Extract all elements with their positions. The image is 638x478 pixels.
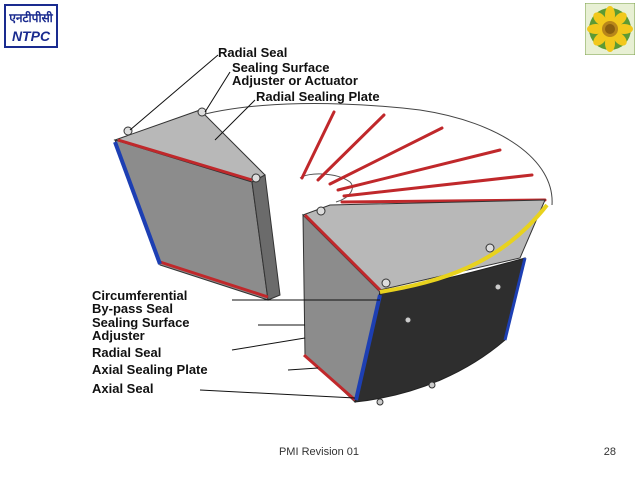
radial-seal-lines <box>300 110 547 204</box>
ntpc-logo-hindi: एनटीपीसी <box>8 11 53 25</box>
label-axial-seal: Axial Seal <box>92 381 153 396</box>
ntpc-logo: एनटीपीसी NTPC <box>4 4 58 48</box>
label-sealing-surface-adjuster: Sealing Surface <box>92 315 190 330</box>
left-rotor-segment <box>113 107 281 301</box>
leader-lines <box>129 54 380 399</box>
sunflower-emblem-icon <box>585 3 635 55</box>
label-radial-sealing-plate: Radial Sealing Plate <box>256 89 380 104</box>
label-bypass-seal: By-pass Seal <box>92 301 173 316</box>
label-circumferential: Circumferential <box>92 288 187 303</box>
label-axial-sealing-plate: Axial Sealing Plate <box>92 362 208 377</box>
left-segment-side <box>251 174 281 301</box>
ntpc-logo-english: NTPC <box>12 28 51 44</box>
page-number: 28 <box>603 446 616 458</box>
footer-revision: PMI Revision 01 <box>278 446 360 458</box>
label-sealing-surface: Sealing Surface <box>232 60 330 75</box>
right-rotor-segment <box>302 199 549 406</box>
label-adjuster-actuator: Adjuster or Actuator <box>232 73 358 88</box>
label-adjuster: Adjuster <box>92 328 145 343</box>
label-radial-seal-top: Radial Seal <box>218 45 287 60</box>
label-radial-seal-bottom: Radial Seal <box>92 345 161 360</box>
